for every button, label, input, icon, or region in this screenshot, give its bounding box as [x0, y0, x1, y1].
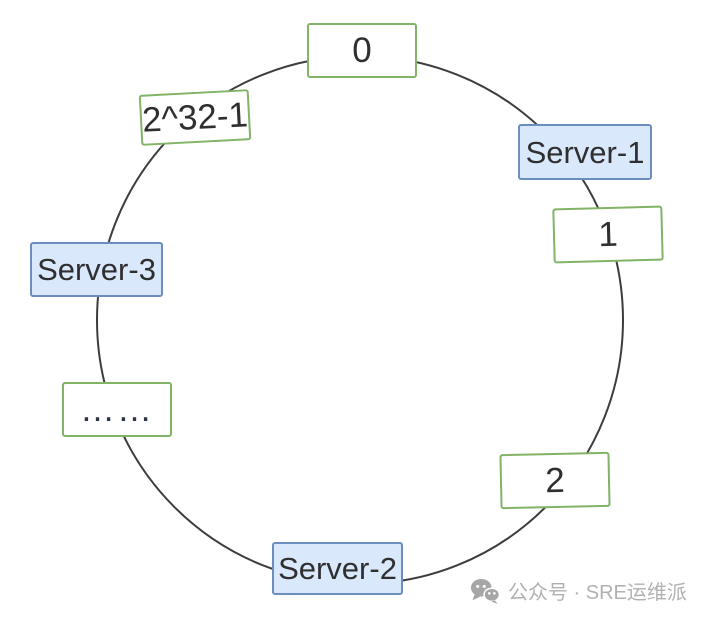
server-3-box: Server-3 — [30, 242, 163, 297]
hash-point-0: 0 — [307, 23, 417, 78]
watermark-text: 公众号 · SRE运维派 — [508, 582, 687, 604]
hash-point-ellipsis: …… — [62, 382, 172, 437]
watermark: 公众号 · SRE运维派 — [470, 576, 687, 605]
wechat-icon — [470, 578, 500, 604]
hash-point-2: 2 — [499, 451, 611, 510]
hash-point-max: 2^32-1 — [138, 89, 252, 146]
server-1-box: Server-1 — [518, 124, 652, 180]
hash-point-1: 1 — [552, 205, 664, 264]
server-2-box: Server-2 — [272, 542, 403, 595]
